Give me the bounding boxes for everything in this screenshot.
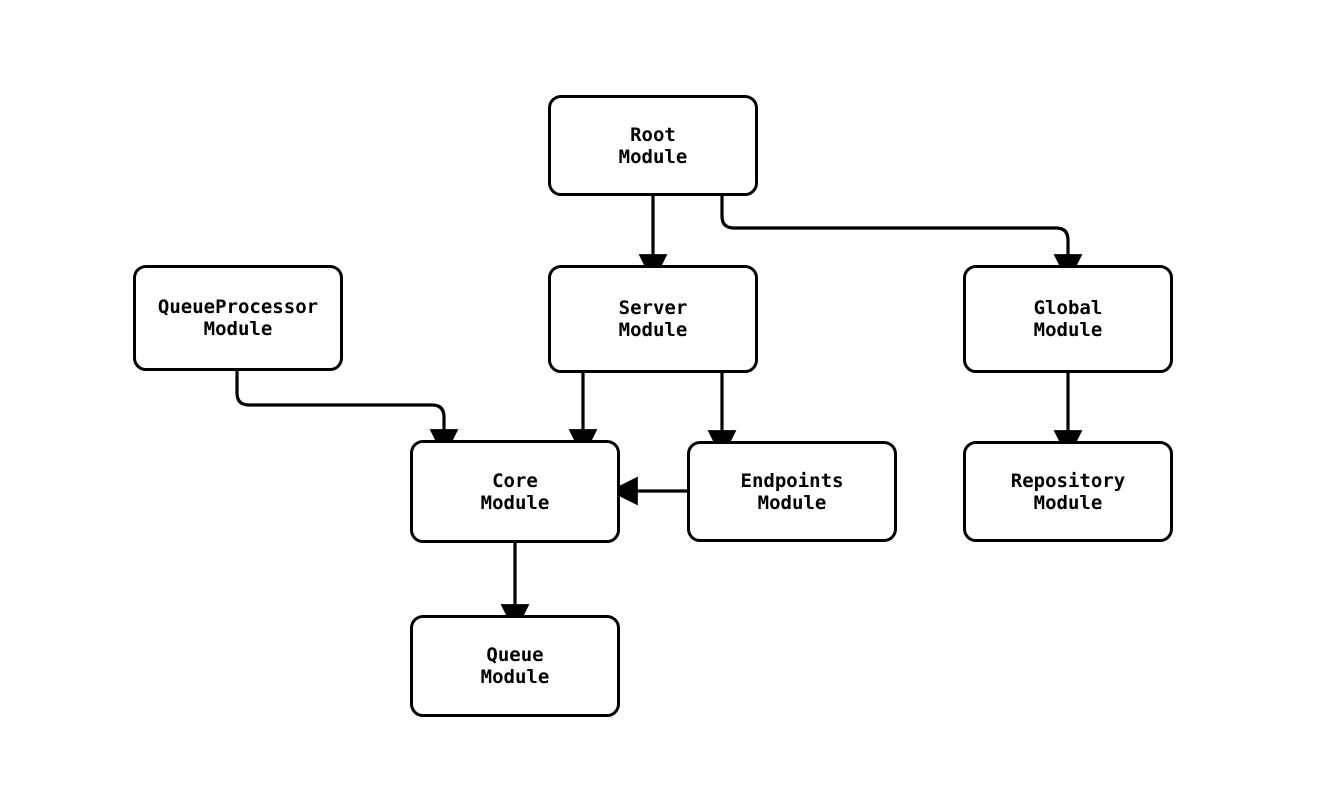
node-repository-module[interactable]: Repository Module bbox=[963, 441, 1173, 542]
edge-queueprocessor-to-core bbox=[235, 371, 459, 458]
node-root-module-label: Root Module bbox=[618, 123, 688, 168]
node-server-module-label: Server Module bbox=[618, 297, 688, 341]
node-endpoints-module[interactable]: Endpoints Module bbox=[687, 441, 897, 542]
node-server-module[interactable]: Server Module bbox=[548, 265, 758, 373]
node-queue-module-label: Queue Module bbox=[480, 644, 550, 688]
node-queueprocessor-module-label: QueueProcessor Module bbox=[157, 296, 319, 340]
node-queue-module[interactable]: Queue Module bbox=[410, 615, 620, 717]
node-core-module[interactable]: Core Module bbox=[410, 440, 620, 543]
node-repository-module-label: Repository Module bbox=[1010, 469, 1126, 514]
node-global-module-label: Global Module bbox=[1033, 297, 1103, 341]
node-global-module[interactable]: Global Module bbox=[963, 265, 1173, 373]
node-root-module[interactable]: Root Module bbox=[548, 95, 758, 196]
edge-root-to-global bbox=[720, 196, 1083, 283]
node-endpoints-module-label: Endpoints Module bbox=[740, 469, 844, 514]
node-core-module-label: Core Module bbox=[480, 469, 550, 514]
node-queueprocessor-module[interactable]: QueueProcessor Module bbox=[133, 265, 343, 371]
